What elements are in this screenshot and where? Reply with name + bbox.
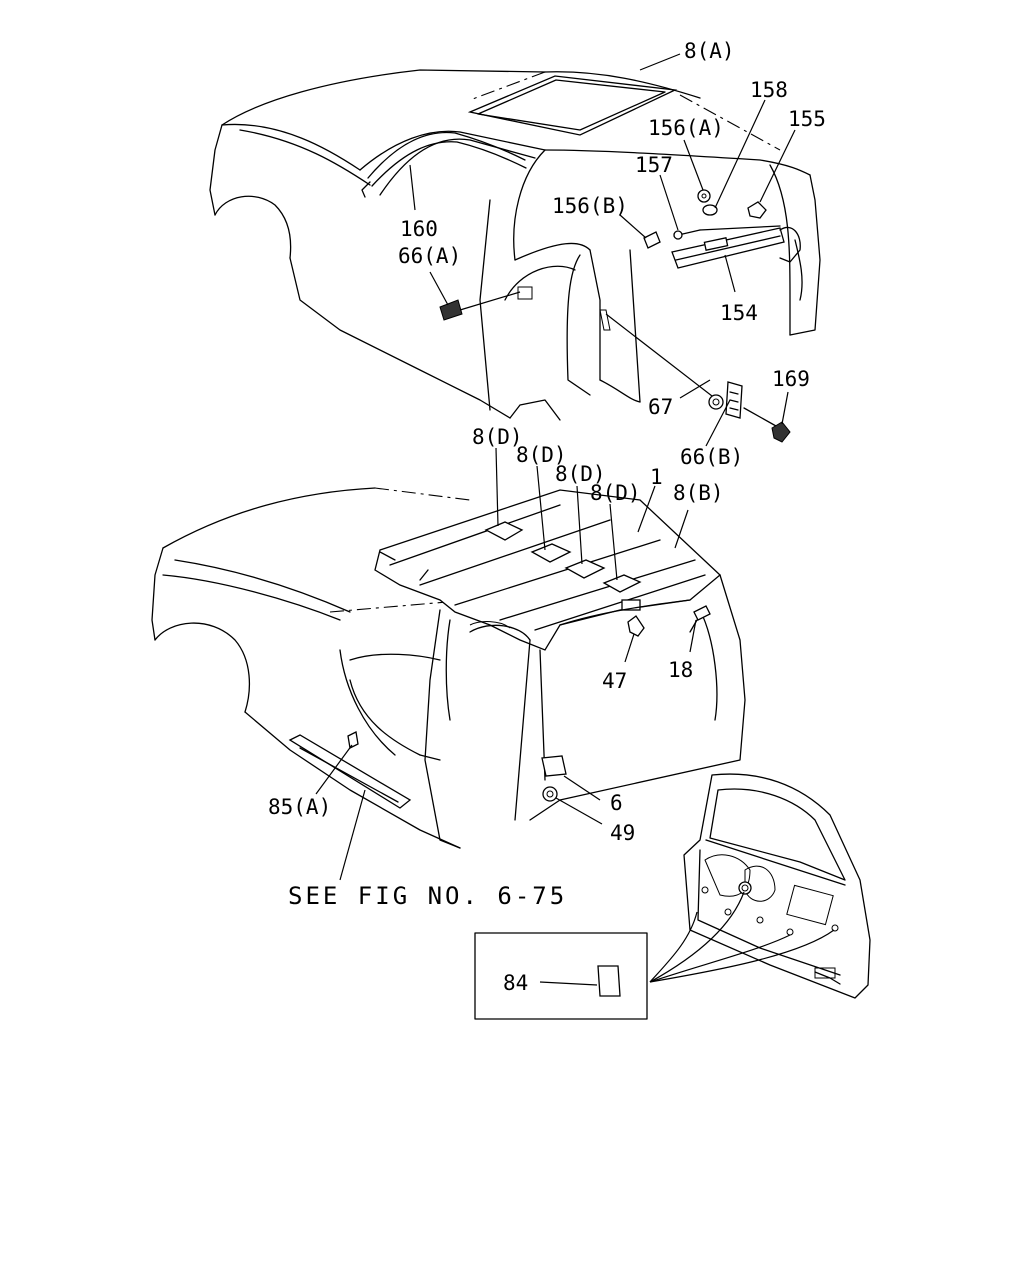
door-panel-illustration: [649, 773, 871, 999]
nut-156A: [697, 189, 711, 203]
lower-body-illustration: [151, 487, 746, 849]
nut-155: [747, 201, 767, 219]
label-8D-4: 8(D): [590, 481, 641, 505]
pad-84: [597, 965, 621, 997]
clip-85A: [347, 731, 359, 749]
label-169: 169: [772, 367, 810, 391]
clip-156B: [643, 231, 661, 249]
label-157: 157: [635, 153, 673, 177]
pad-8D-5: [621, 599, 641, 611]
label-85A: 85(A): [268, 795, 331, 819]
label-66B: 66(B): [680, 445, 743, 469]
label-67: 67: [648, 395, 673, 419]
label-154: 154: [720, 301, 758, 325]
bracket-6: [541, 755, 567, 777]
label-18: 18: [668, 658, 693, 682]
lamp-66A: [439, 299, 463, 321]
bulb-67: [708, 394, 724, 410]
pad-8D-2: [530, 543, 572, 563]
lamp-66B: [725, 381, 743, 419]
clip-47: [627, 615, 645, 637]
label-84: 84: [503, 971, 528, 995]
nut-49: [542, 786, 558, 802]
label-66A: 66(A): [398, 244, 461, 268]
upper-body-illustration: [209, 69, 821, 421]
detail-box: [474, 932, 648, 1020]
label-1: 1: [650, 465, 663, 489]
label-155: 155: [788, 107, 826, 131]
headliner-1: [374, 489, 721, 651]
label-8A: 8(A): [684, 39, 735, 63]
screw-169: [771, 421, 791, 443]
label-8D-3: 8(D): [555, 462, 606, 486]
pad-8D-3: [564, 559, 606, 579]
lower-parts: [347, 605, 711, 802]
see-figure-note: SEE FIG NO. 6-75: [288, 882, 567, 910]
screw-18: [693, 605, 711, 621]
label-8D-1: 8(D): [472, 425, 523, 449]
pad-8D-1: [484, 521, 524, 541]
upper-parts: [439, 189, 801, 443]
label-6: 6: [610, 791, 623, 815]
label-47: 47: [602, 669, 627, 693]
label-49: 49: [610, 821, 635, 845]
label-156B: 156(B): [552, 194, 628, 218]
label-156A: 156(A): [648, 116, 724, 140]
leader-lines: [315, 53, 796, 881]
clip-158: [702, 204, 718, 216]
label-160: 160: [400, 217, 438, 241]
label-158: 158: [750, 78, 788, 102]
callout-labels: 8(A) 158 156(A) 155 157 156(B) 160 66(A)…: [268, 39, 826, 995]
sill-plate: [288, 734, 412, 809]
label-8B: 8(B): [673, 481, 724, 505]
label-8D-2: 8(D): [516, 443, 567, 467]
